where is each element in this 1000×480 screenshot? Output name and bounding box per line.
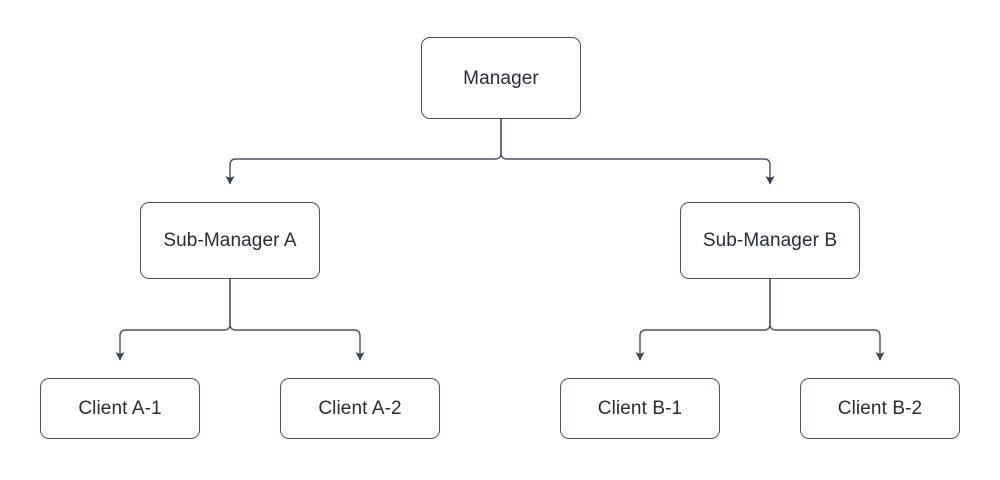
node-client-a-1-label: Client A-1 — [78, 398, 162, 419]
node-client-b-2[interactable]: Client B-2 — [800, 378, 960, 439]
node-sub-manager-a[interactable]: Sub-Manager A — [140, 202, 320, 279]
edge-sub-manager-b-to-client-b-2 — [769, 279, 885, 361]
node-manager-label: Manager — [463, 67, 539, 89]
edge-sub-manager-b-to-client-b-1 — [635, 279, 771, 361]
node-sub-manager-b-label: Sub-Manager B — [702, 230, 838, 251]
node-client-a-2-label: Client A-2 — [318, 398, 402, 419]
node-client-a-2[interactable]: Client A-2 — [280, 378, 440, 439]
node-client-b-1[interactable]: Client B-1 — [560, 378, 720, 439]
node-client-b-2-label: Client B-2 — [837, 398, 923, 419]
node-client-b-1-label: Client B-1 — [597, 398, 683, 419]
node-sub-manager-b[interactable]: Sub-Manager B — [680, 202, 860, 279]
node-client-a-1[interactable]: Client A-1 — [40, 378, 200, 439]
node-manager[interactable]: Manager — [421, 37, 581, 119]
edge-sub-manager-a-to-client-a-2 — [229, 279, 365, 361]
node-sub-manager-a-label: Sub-Manager A — [163, 230, 297, 251]
edge-sub-manager-a-to-client-a-1 — [115, 279, 231, 361]
edge-manager-to-sub-manager-b — [500, 119, 775, 185]
edge-manager-to-sub-manager-a — [225, 119, 502, 185]
